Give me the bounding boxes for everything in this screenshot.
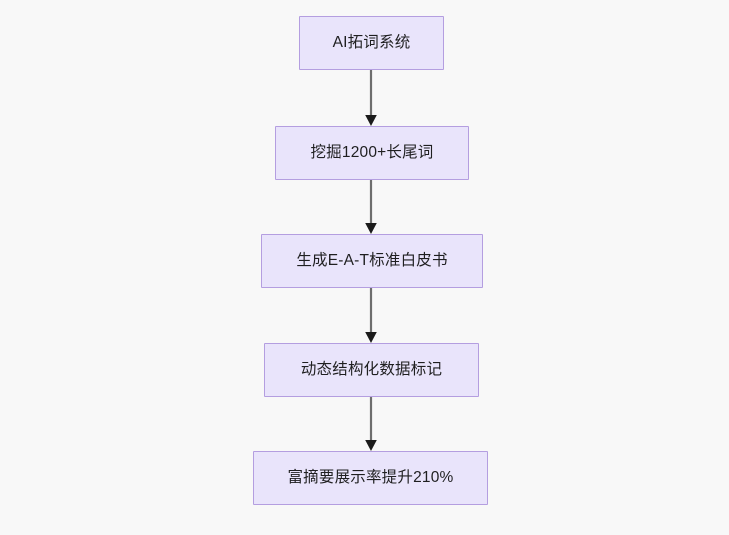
flow-node-label: AI拓词系统 bbox=[332, 34, 411, 52]
flow-node-label: 生成E-A-T标准白皮书 bbox=[296, 252, 448, 270]
flow-node-dynamic-structured-data-markup[interactable]: 动态结构化数据标记 bbox=[264, 343, 479, 397]
edge-n2-n3 bbox=[365, 180, 377, 234]
edge-n4-n5 bbox=[365, 397, 377, 451]
flow-node-generate-eat-whitepaper[interactable]: 生成E-A-T标准白皮书 bbox=[261, 234, 483, 288]
flow-node-mine-longtail-keywords[interactable]: 挖掘1200+长尾词 bbox=[275, 126, 469, 180]
flow-node-label: 动态结构化数据标记 bbox=[300, 361, 443, 379]
flow-node-label: 挖掘1200+长尾词 bbox=[310, 144, 434, 162]
flow-node-ai-keyword-system[interactable]: AI拓词系统 bbox=[299, 16, 444, 70]
edge-n1-n2 bbox=[365, 70, 377, 126]
flow-node-label: 富摘要展示率提升210% bbox=[287, 469, 454, 487]
flow-node-rich-snippet-rate-increase[interactable]: 富摘要展示率提升210% bbox=[253, 451, 488, 505]
edge-n3-n4 bbox=[365, 288, 377, 343]
